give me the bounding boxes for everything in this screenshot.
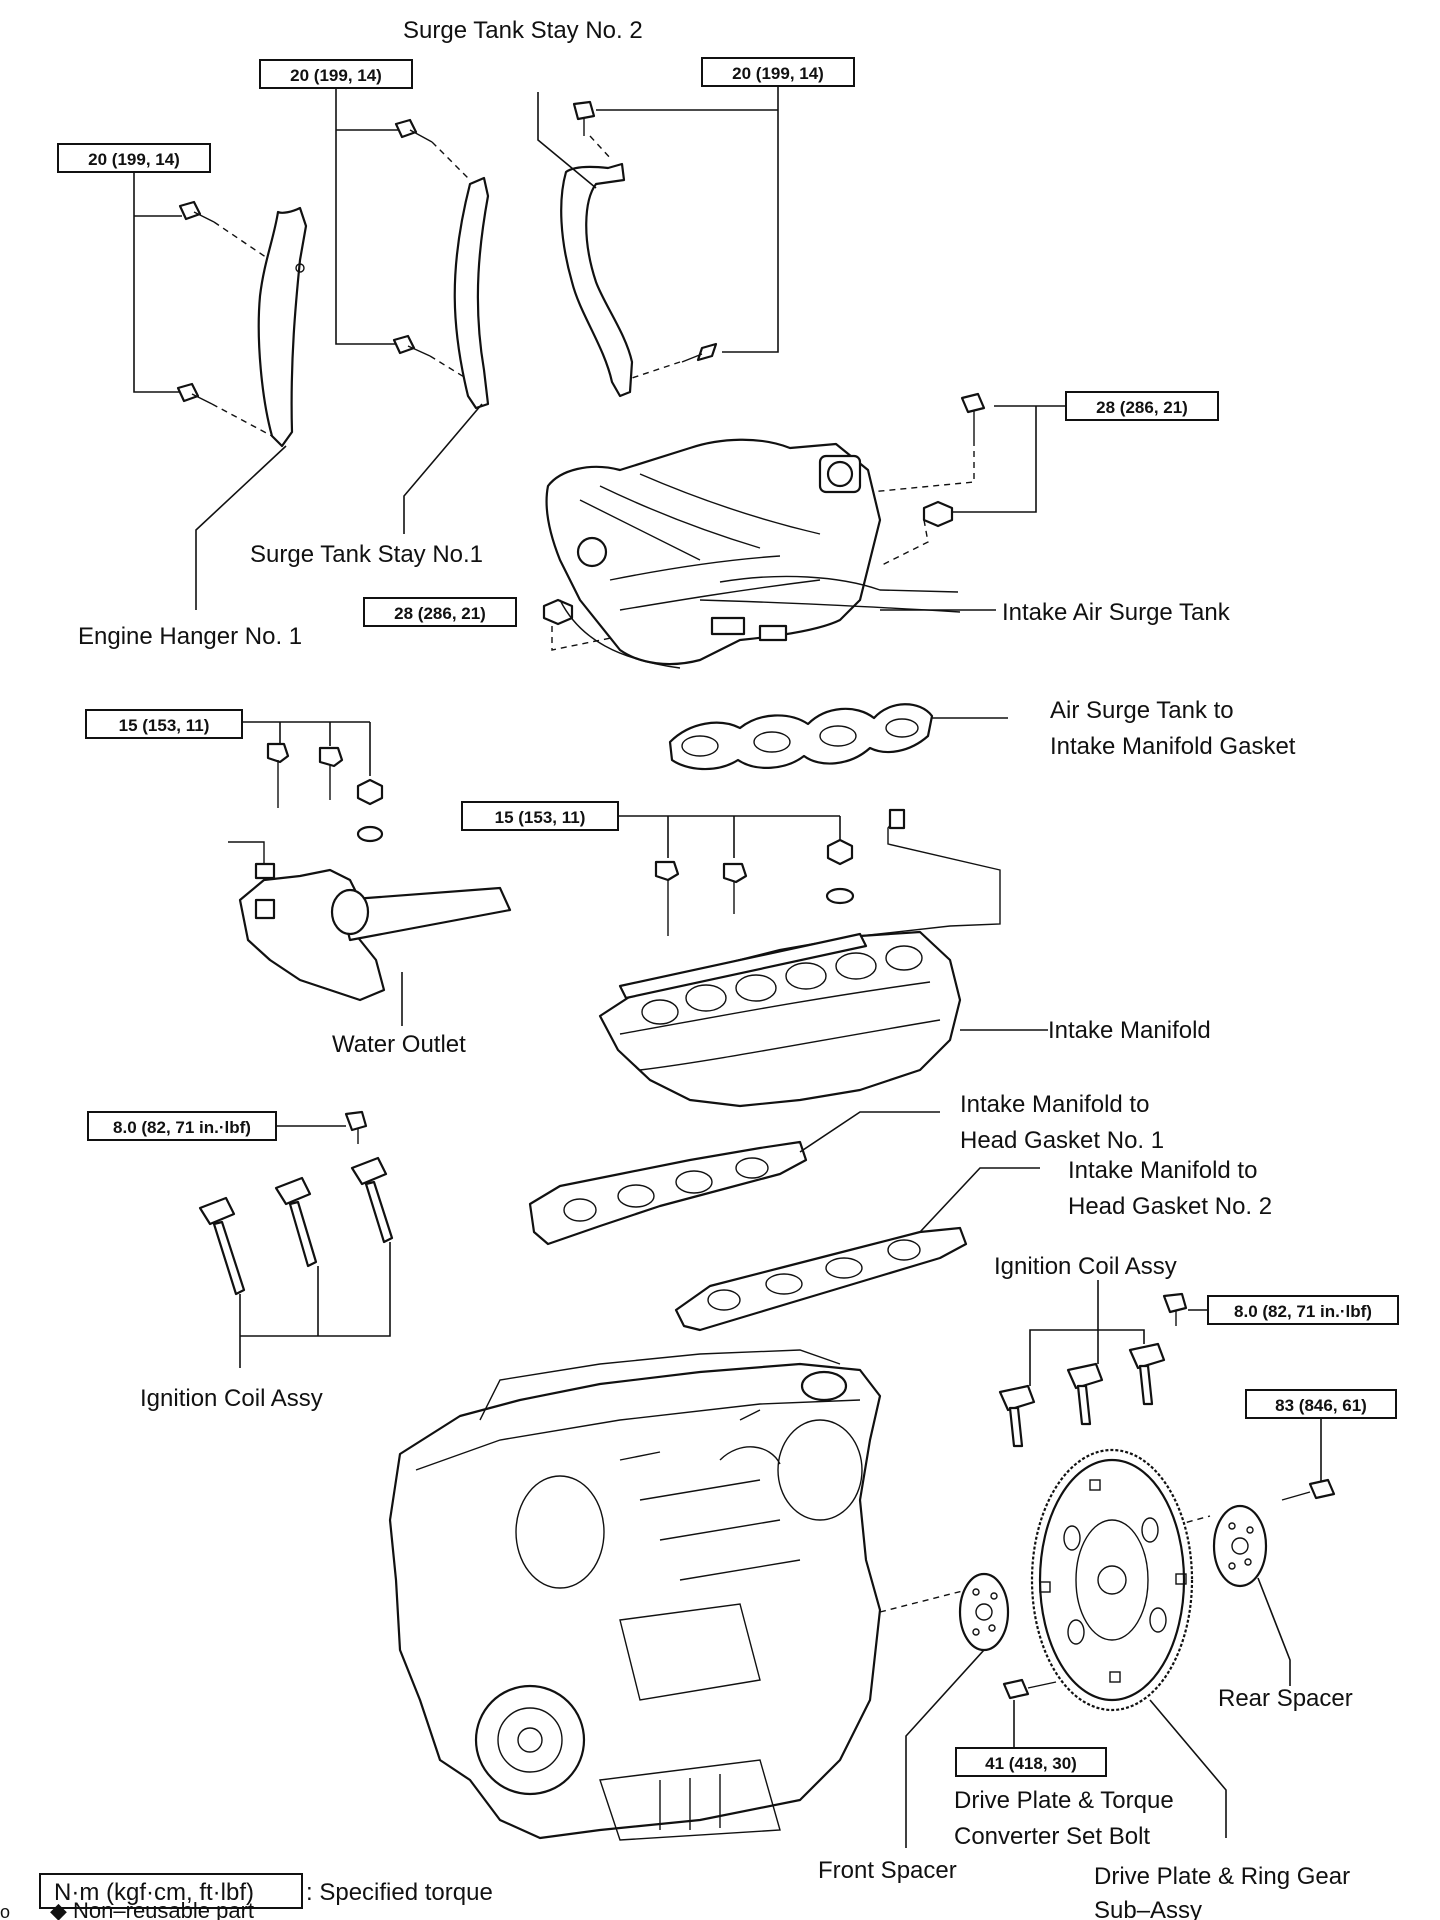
label-head-gasket-2-line1: Intake Manifold to xyxy=(1068,1157,1257,1184)
washer-icon xyxy=(356,825,384,843)
torque-label-intake-manifold: 15 (153, 11) xyxy=(495,808,586,827)
washer-icon xyxy=(825,887,855,905)
bolt-icon xyxy=(1002,1678,1057,1700)
label-water-outlet: Water Outlet xyxy=(332,1031,466,1058)
bolt-icon xyxy=(392,334,431,357)
intake-manifold-to-head-gasket-no2 xyxy=(674,1226,968,1332)
legend-edge-mark: o xyxy=(0,1902,10,1920)
air-surge-tank-to-intake-manifold-gasket xyxy=(668,703,934,771)
drive-plate-and-ring-gear xyxy=(1030,1448,1194,1712)
torque-label-stay2: 20 (199, 14) xyxy=(732,64,824,83)
torque-label-surge-top: 28 (286, 21) xyxy=(1096,398,1188,417)
intake-manifold-to-head-gasket-no1 xyxy=(528,1140,808,1246)
label-drive-plate-line1: Drive Plate & Ring Gear xyxy=(1094,1863,1350,1890)
label-ignition-coil-right: Ignition Coil Assy xyxy=(994,1253,1177,1280)
ignition-coil-icon xyxy=(350,1156,394,1244)
torque-label-coil-left: 8.0 (82, 71 in.·lbf) xyxy=(113,1118,251,1137)
stay-hanger-group: 20 (199, 14) 20 (199, 14) 20 (199, 14) xyxy=(57,57,855,448)
nut-icon xyxy=(826,838,854,866)
intake-manifold-group: 15 (153, 11) xyxy=(461,801,1048,1108)
legend-unit-box: N·m (kgf·cm, ft·lbf) xyxy=(54,1879,254,1906)
ignition-coil-icon xyxy=(198,1196,246,1296)
surge-tank-stay-no2 xyxy=(560,162,634,398)
torque-label-stay1: 20 (199, 14) xyxy=(290,66,382,85)
head-gasket-group xyxy=(528,1111,1040,1332)
bolt-icon xyxy=(1281,1478,1336,1501)
legend-nonreusable: ◆ Non–reusable part xyxy=(50,1898,254,1920)
label-head-gasket-1-line1: Intake Manifold to xyxy=(960,1091,1149,1118)
label-gasket-surge-line2: Intake Manifold Gasket xyxy=(1050,733,1296,760)
water-outlet-group: 15 (153, 11) xyxy=(85,709,512,1026)
label-ignition-coil-left: Ignition Coil Assy xyxy=(140,1385,323,1412)
nut-icon xyxy=(356,778,384,806)
label-surge-tank-stay-no2: Surge Tank Stay No. 2 xyxy=(403,17,643,44)
torque-label-coil-right: 8.0 (82, 71 in.·lbf) xyxy=(1234,1302,1372,1321)
torque-label-rear-spacer-bolt: 83 (846, 61) xyxy=(1275,1396,1367,1415)
ignition-coil-icon xyxy=(274,1176,318,1268)
bolt-icon xyxy=(394,118,433,143)
bolt-icon xyxy=(572,100,596,136)
drive-plate-group: 83 (846, 61) xyxy=(905,1389,1397,1848)
bolt-icon xyxy=(960,392,986,440)
legend-unit-text: : Specified torque xyxy=(306,1879,493,1906)
engine-block xyxy=(388,1362,882,1840)
ignition-coil-icon xyxy=(1128,1342,1166,1406)
bolt-icon xyxy=(681,342,718,363)
ignition-coil-right-group: 8.0 (82, 71 in.·lbf) xyxy=(998,1280,1399,1448)
label-gasket-surge-line1: Air Surge Tank to xyxy=(1050,697,1234,724)
label-engine-hanger-no1: Engine Hanger No. 1 xyxy=(78,623,302,650)
engine-block-group xyxy=(388,1349,1211,1841)
label-drive-plate-line2: Sub–Assy xyxy=(1094,1897,1202,1920)
ignition-coil-icon xyxy=(1066,1362,1104,1426)
torque-label-hanger: 20 (199, 14) xyxy=(88,150,180,169)
nut-icon xyxy=(922,500,954,528)
ignition-coil-icon xyxy=(998,1384,1036,1448)
torque-label-surge-left: 28 (286, 21) xyxy=(394,604,486,623)
torque-label-drive-plate-bolt: 41 (418, 30) xyxy=(985,1754,1077,1773)
front-spacer xyxy=(958,1572,1010,1652)
label-surge-tank-stay-no1: Surge Tank Stay No.1 xyxy=(250,541,483,568)
bolt-icon xyxy=(176,382,213,405)
bolt-icon xyxy=(1162,1292,1188,1326)
ignition-coil-left-group: 8.0 (82, 71 in.·lbf) xyxy=(87,1110,394,1368)
rear-spacer xyxy=(1212,1504,1268,1588)
engine-hanger-no1 xyxy=(257,206,308,448)
label-drive-plate-bolt-line1: Drive Plate & Torque xyxy=(954,1787,1174,1814)
label-rear-spacer: Rear Spacer xyxy=(1218,1685,1353,1712)
label-intake-air-surge-tank: Intake Air Surge Tank xyxy=(1002,599,1231,626)
label-head-gasket-1-line2: Head Gasket No. 1 xyxy=(960,1127,1164,1154)
bolt-icon xyxy=(654,860,680,936)
air-surge-gasket-group xyxy=(668,703,1008,771)
torque-label-water-outlet: 15 (153, 11) xyxy=(119,716,210,735)
label-head-gasket-2-line2: Head Gasket No. 2 xyxy=(1068,1193,1272,1220)
intake-air-surge-tank-group: 28 (286, 21) 28 (286, 21) xyxy=(363,391,1219,669)
bolt-icon xyxy=(344,1110,368,1144)
bolt-icon xyxy=(722,862,748,914)
bolt-icon xyxy=(178,200,215,223)
label-drive-plate-bolt-line2: Converter Set Bolt xyxy=(954,1823,1150,1850)
surge-tank-stay-no1 xyxy=(453,176,490,410)
legend: N·m (kgf·cm, ft·lbf) : Specified torque … xyxy=(0,1873,493,1920)
bolt-icon xyxy=(266,742,290,808)
label-intake-manifold: Intake Manifold xyxy=(1048,1017,1211,1044)
bolt-icon xyxy=(318,746,344,800)
label-front-spacer: Front Spacer xyxy=(818,1857,957,1884)
